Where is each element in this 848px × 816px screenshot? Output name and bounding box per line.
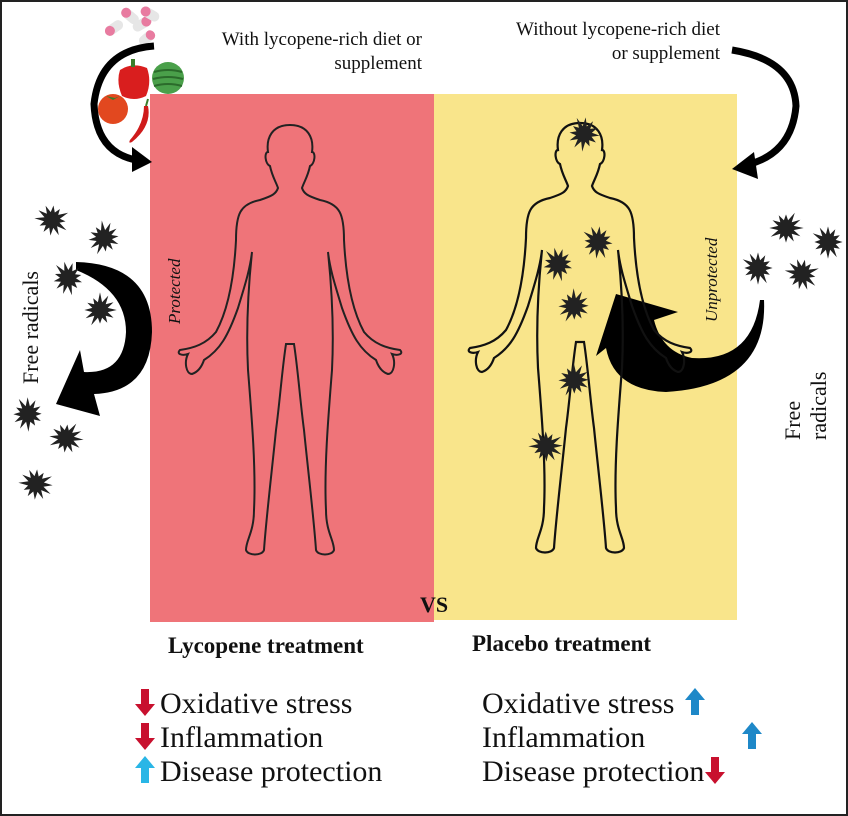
free-radical-icon — [88, 220, 119, 255]
increase-arrow-icon — [684, 687, 710, 720]
curved-arrow-into-protected-icon — [90, 42, 155, 172]
effect-item: Inflammation — [482, 721, 767, 755]
unprotected-label: Unprotected — [702, 237, 721, 322]
protected-panel — [150, 94, 434, 622]
lycopene-treatment-heading: Lycopene treatment — [168, 633, 364, 658]
effect-item: Oxidative stress — [482, 687, 767, 721]
effect-item: Disease protection — [134, 755, 382, 789]
penetrate-arrow-right-icon — [596, 294, 765, 392]
bell-pepper-icon — [118, 59, 150, 99]
with-diet-caption: With lycopene-rich diet or supplement — [152, 28, 422, 76]
increase-arrow-icon — [134, 755, 160, 788]
caption-line: or supplement — [611, 43, 720, 64]
chili-pepper-icon — [129, 98, 149, 143]
decrease-arrow-icon — [134, 687, 160, 720]
decrease-arrow-icon — [134, 721, 160, 754]
caption-line: With lycopene-rich diet or — [221, 29, 422, 50]
caption-line: supplement — [334, 53, 422, 74]
free-radical-icon — [49, 423, 84, 453]
free-radicals-right-label: Free radicals — [780, 371, 831, 440]
watermelon-icon — [152, 62, 184, 94]
protected-label: Protected — [165, 258, 184, 324]
free-radical-icon — [583, 226, 613, 259]
vs-label: VS — [420, 592, 449, 617]
free-radicals-left-label: Free radicals — [18, 271, 43, 384]
free-radical-icon — [528, 431, 563, 462]
free-radical-icon — [742, 252, 773, 285]
increase-arrow-icon — [741, 721, 767, 754]
free-radical-icon — [812, 226, 843, 259]
placebo-effects-list: Oxidative stress Inflammation Disease pr… — [482, 687, 767, 789]
free-radical-icon — [543, 247, 572, 282]
effect-item: Disease protection — [482, 755, 767, 789]
free-radical-icon — [558, 362, 589, 396]
effect-item: Inflammation — [134, 721, 382, 755]
decrease-arrow-icon — [704, 755, 730, 788]
deflect-arrow-left-icon — [56, 262, 152, 416]
curved-arrow-into-unprotected-icon — [731, 46, 800, 179]
placebo-treatment-heading: Placebo treatment — [472, 631, 652, 656]
free-radical-icon — [569, 117, 600, 152]
free-radical-icon — [784, 259, 819, 290]
free-radical-icon — [84, 292, 117, 326]
effect-item: Oxidative stress — [134, 687, 382, 721]
pill-capsules-icon — [104, 6, 160, 46]
without-diet-caption: Without lycopene-rich diet or supplement — [442, 18, 720, 66]
free-radical-icon — [53, 261, 82, 296]
free-radical-icon — [13, 397, 42, 432]
caption-line: Without lycopene-rich diet — [516, 19, 720, 40]
free-radical-icon — [18, 469, 53, 500]
free-radical-icon — [769, 212, 804, 243]
lycopene-effects-list: Oxidative stress Inflammation Disease pr… — [134, 687, 382, 789]
free-radical-icon — [558, 288, 589, 322]
free-radical-icon — [34, 205, 69, 236]
tomato-icon — [98, 94, 128, 124]
